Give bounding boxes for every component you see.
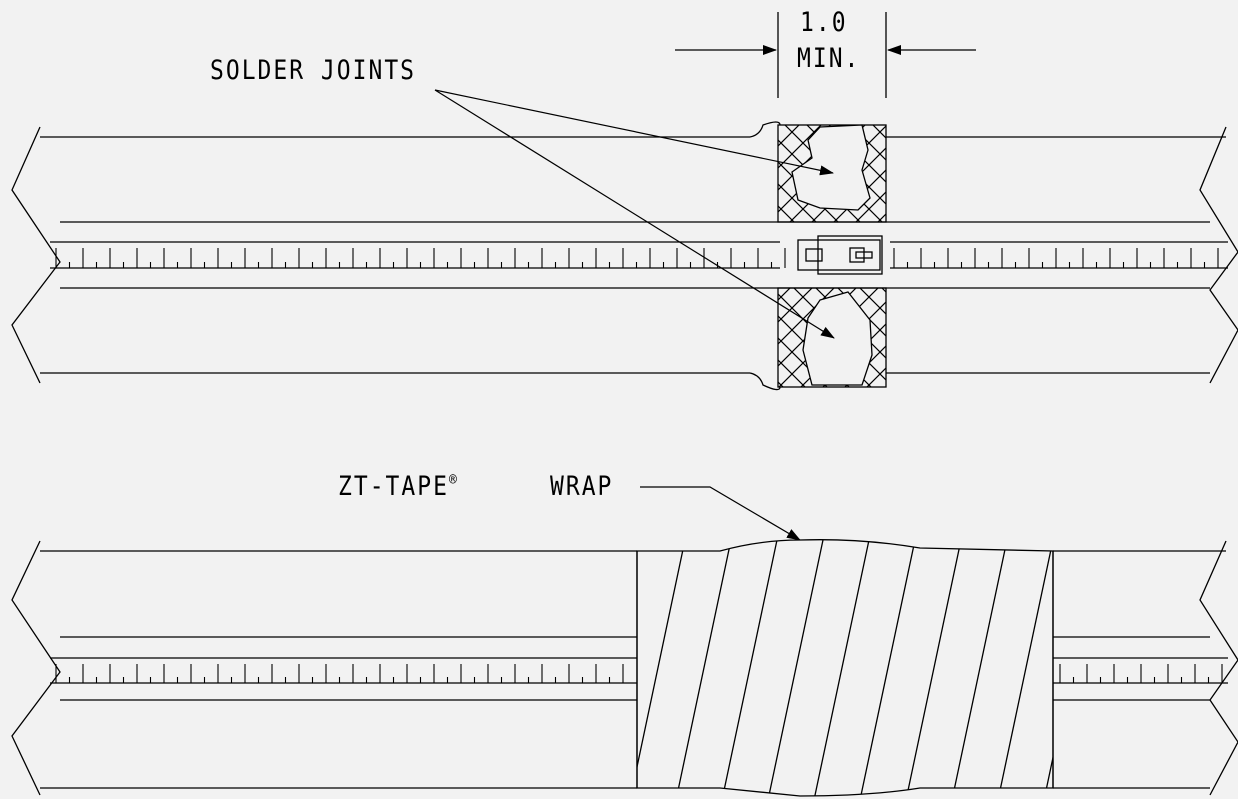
tape-wrap-outline	[636, 539, 1054, 797]
wrap-helix-line	[637, 539, 686, 796]
dimension-unit-label: MIN.	[797, 44, 861, 74]
wrap-leader	[640, 486, 801, 541]
wrap-helix-line	[1043, 539, 1053, 796]
wrap-helix-line	[1090, 540, 1145, 799]
solder-joints-label: SOLDER JOINTS	[210, 56, 417, 86]
wrap-helix-line	[813, 539, 870, 796]
right-break-line	[1199, 126, 1238, 384]
wrap-label: WRAP	[550, 472, 614, 502]
solder-joint-leaders	[434, 89, 835, 339]
bottom-scale-ticks	[55, 664, 1223, 683]
wrap-helix-line	[721, 539, 778, 796]
bottom-cable-assembly	[11, 539, 1238, 799]
tape-name-text: ZT-TAPE	[338, 472, 449, 502]
solder-blob-bottom	[802, 291, 873, 386]
zipper-connector	[797, 239, 881, 271]
wrap-helix-line	[675, 539, 732, 796]
top-cable-assembly	[11, 121, 1238, 391]
dimension-value-label: 1.0	[800, 8, 848, 38]
wrap-helix-line	[951, 539, 1008, 796]
left-break-line	[11, 126, 61, 384]
top-scale-ticks	[55, 248, 1219, 268]
wrap-helix-line	[859, 539, 916, 796]
dimension-marker	[675, 12, 976, 98]
wrap-helix-line	[905, 539, 962, 796]
wrap-helix-line	[767, 539, 824, 796]
registered-mark: ®	[448, 472, 457, 490]
tape-name-label: ZT-TAPE®	[338, 472, 457, 502]
wrap-helix-line	[997, 539, 1053, 796]
